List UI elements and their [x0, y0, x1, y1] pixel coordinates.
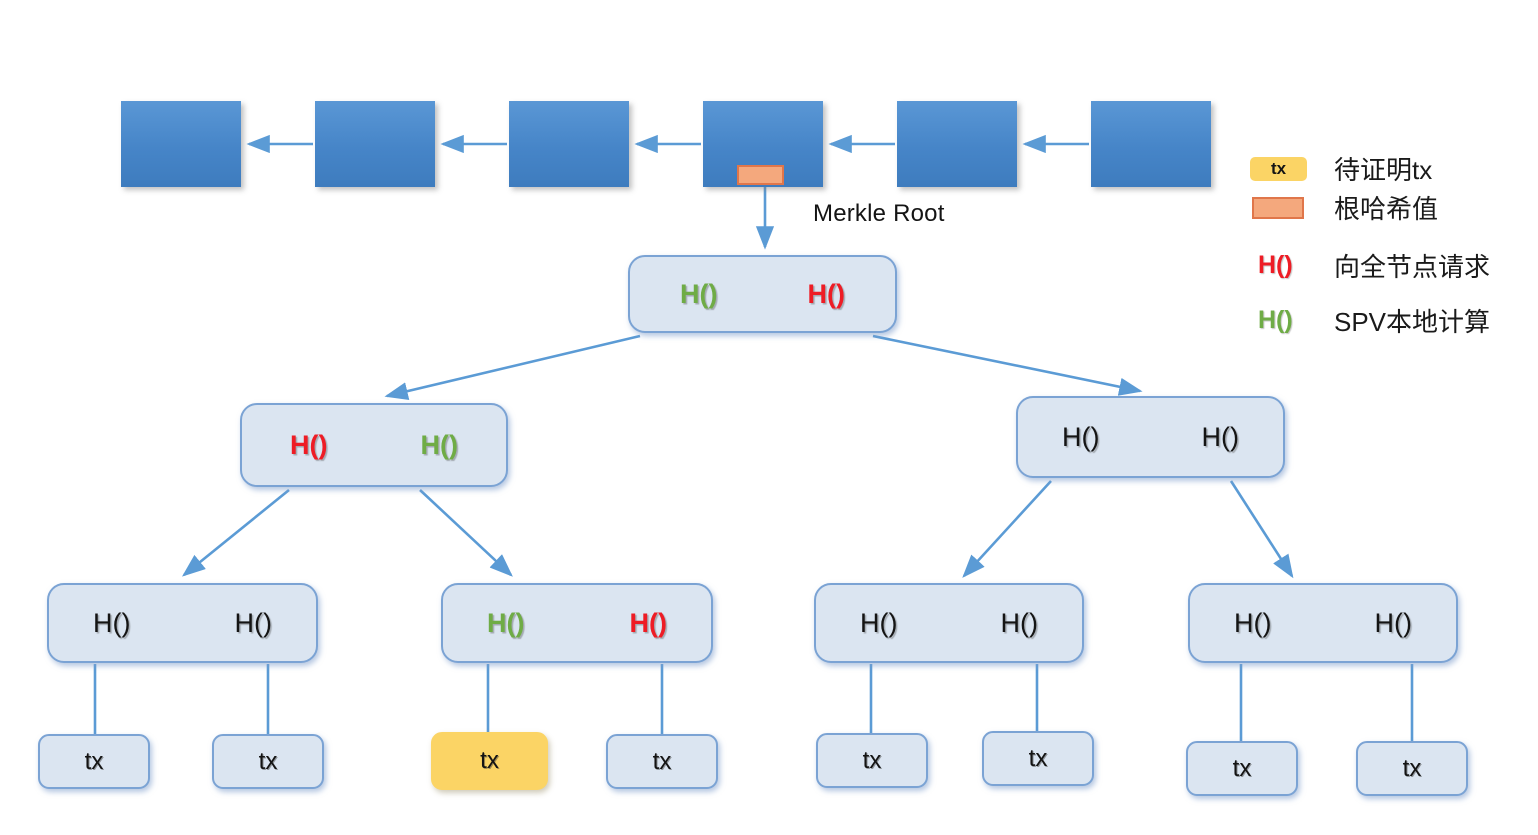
tx-leaf-4: tx [606, 734, 718, 789]
tx-leaf-6: tx [982, 731, 1094, 786]
blockchain-block-1 [121, 101, 241, 187]
blockchain-block-3 [509, 101, 629, 187]
legend-label-request-hash: 向全节点请求 [1334, 252, 1491, 282]
legend-row-root-hash: 根哈希值 [1250, 189, 1438, 226]
hash-label: H() [420, 429, 458, 460]
legend-orange-rect-swatch [1252, 196, 1304, 219]
hash-label: H() [807, 278, 845, 309]
hash-label: H() [1000, 607, 1038, 638]
tx-leaf-2: tx [212, 734, 324, 789]
tree-node-l3-4: H() H() [1188, 583, 1458, 663]
tree-node-l3-3: H() H() [814, 583, 1084, 663]
tx-leaf-8: tx [1356, 741, 1468, 796]
legend-label-local-hash: SPV本地计算 [1334, 307, 1491, 337]
blockchain-block-5 [897, 101, 1017, 187]
tree-node-l2-left: H() H() [240, 403, 508, 487]
blockchain-block-2 [315, 101, 435, 187]
hash-label: H() [93, 607, 131, 638]
tree-root-node: H() H() [628, 255, 897, 333]
blockchain-block-6 [1091, 101, 1211, 187]
legend-red-hash-swatch: H() [1258, 251, 1293, 279]
legend-row-local-hash: H() SPV本地计算 [1250, 302, 1490, 339]
legend-row-pending-tx: tx 待证明tx [1250, 150, 1432, 187]
tx-leaf-7: tx [1186, 741, 1298, 796]
legend-green-hash-swatch: H() [1258, 306, 1293, 334]
legend-yellow-tx-swatch: tx [1250, 156, 1307, 181]
hash-label: H() [680, 278, 718, 309]
hash-label: H() [487, 607, 525, 638]
hash-label: H() [1374, 607, 1412, 638]
tree-node-l3-2: H() H() [441, 583, 713, 663]
legend-label-pending-tx: 待证明tx [1334, 155, 1433, 185]
merkle-root-hash-chip [737, 165, 784, 185]
hash-label: H() [860, 607, 898, 638]
hash-label: H() [234, 607, 272, 638]
hash-label: H() [1062, 421, 1100, 452]
hash-label: H() [290, 429, 328, 460]
hash-label: H() [629, 607, 667, 638]
tree-node-l2-right: H() H() [1016, 396, 1285, 478]
tx-leaf-5: tx [816, 733, 928, 788]
legend-label-root-hash: 根哈希值 [1334, 194, 1439, 224]
tree-node-l3-1: H() H() [47, 583, 318, 663]
merkle-root-label: Merkle Root [813, 200, 945, 227]
tx-leaf-3-target: tx [431, 732, 548, 790]
tx-leaf-1: tx [38, 734, 150, 789]
legend-row-request-hash: H() 向全节点请求 [1250, 247, 1490, 284]
hash-label: H() [1234, 607, 1272, 638]
hash-label: H() [1201, 421, 1239, 452]
